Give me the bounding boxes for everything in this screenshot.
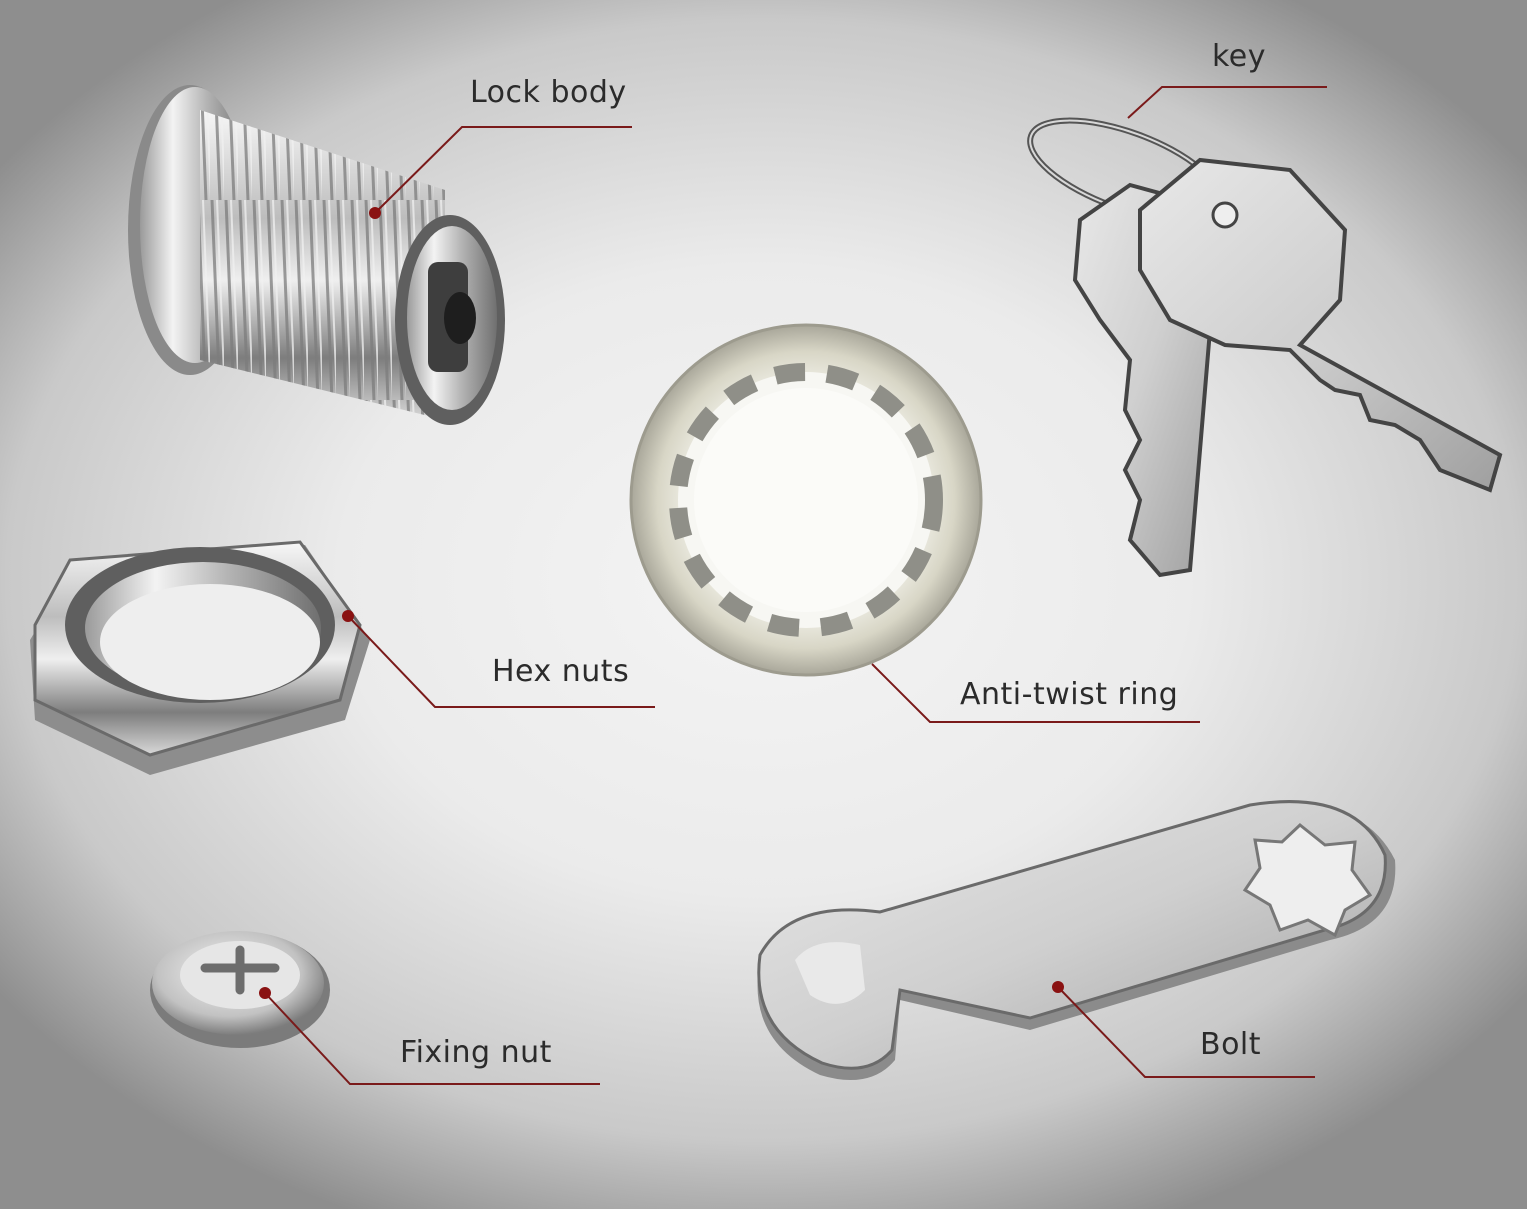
leader-line-fixing-nut <box>264 992 600 1085</box>
fixing-nut-image <box>150 931 330 1048</box>
hex-nut-image <box>30 540 370 775</box>
leader-dot-bolt <box>1052 981 1064 993</box>
keys-image <box>1027 117 1503 578</box>
label-key: key <box>1212 39 1267 74</box>
leader-line-anti-twist-ring <box>871 663 1200 723</box>
leader-dots <box>259 207 1064 999</box>
label-lock-body: Lock body <box>470 75 627 110</box>
leader-lines <box>264 86 1327 1085</box>
leader-dot-hex-nuts <box>342 610 354 622</box>
leader-line-hex-nuts <box>347 615 655 708</box>
label-hex-nuts: Hex nuts <box>492 654 630 689</box>
leader-dot-fixing-nut <box>259 987 271 999</box>
lock-body-image <box>128 85 505 425</box>
anti-twist-ring-image <box>629 323 983 677</box>
leader-dot-lock-body <box>369 207 381 219</box>
label-fixing-nut: Fixing nut <box>400 1035 552 1070</box>
leader-line-lock-body <box>374 126 632 214</box>
leader-line-bolt <box>1057 986 1315 1078</box>
leader-line-key <box>1127 86 1327 119</box>
label-anti-twist-ring: Anti-twist ring <box>960 677 1179 712</box>
bolt-image <box>757 800 1396 1080</box>
label-bolt: Bolt <box>1200 1027 1262 1062</box>
